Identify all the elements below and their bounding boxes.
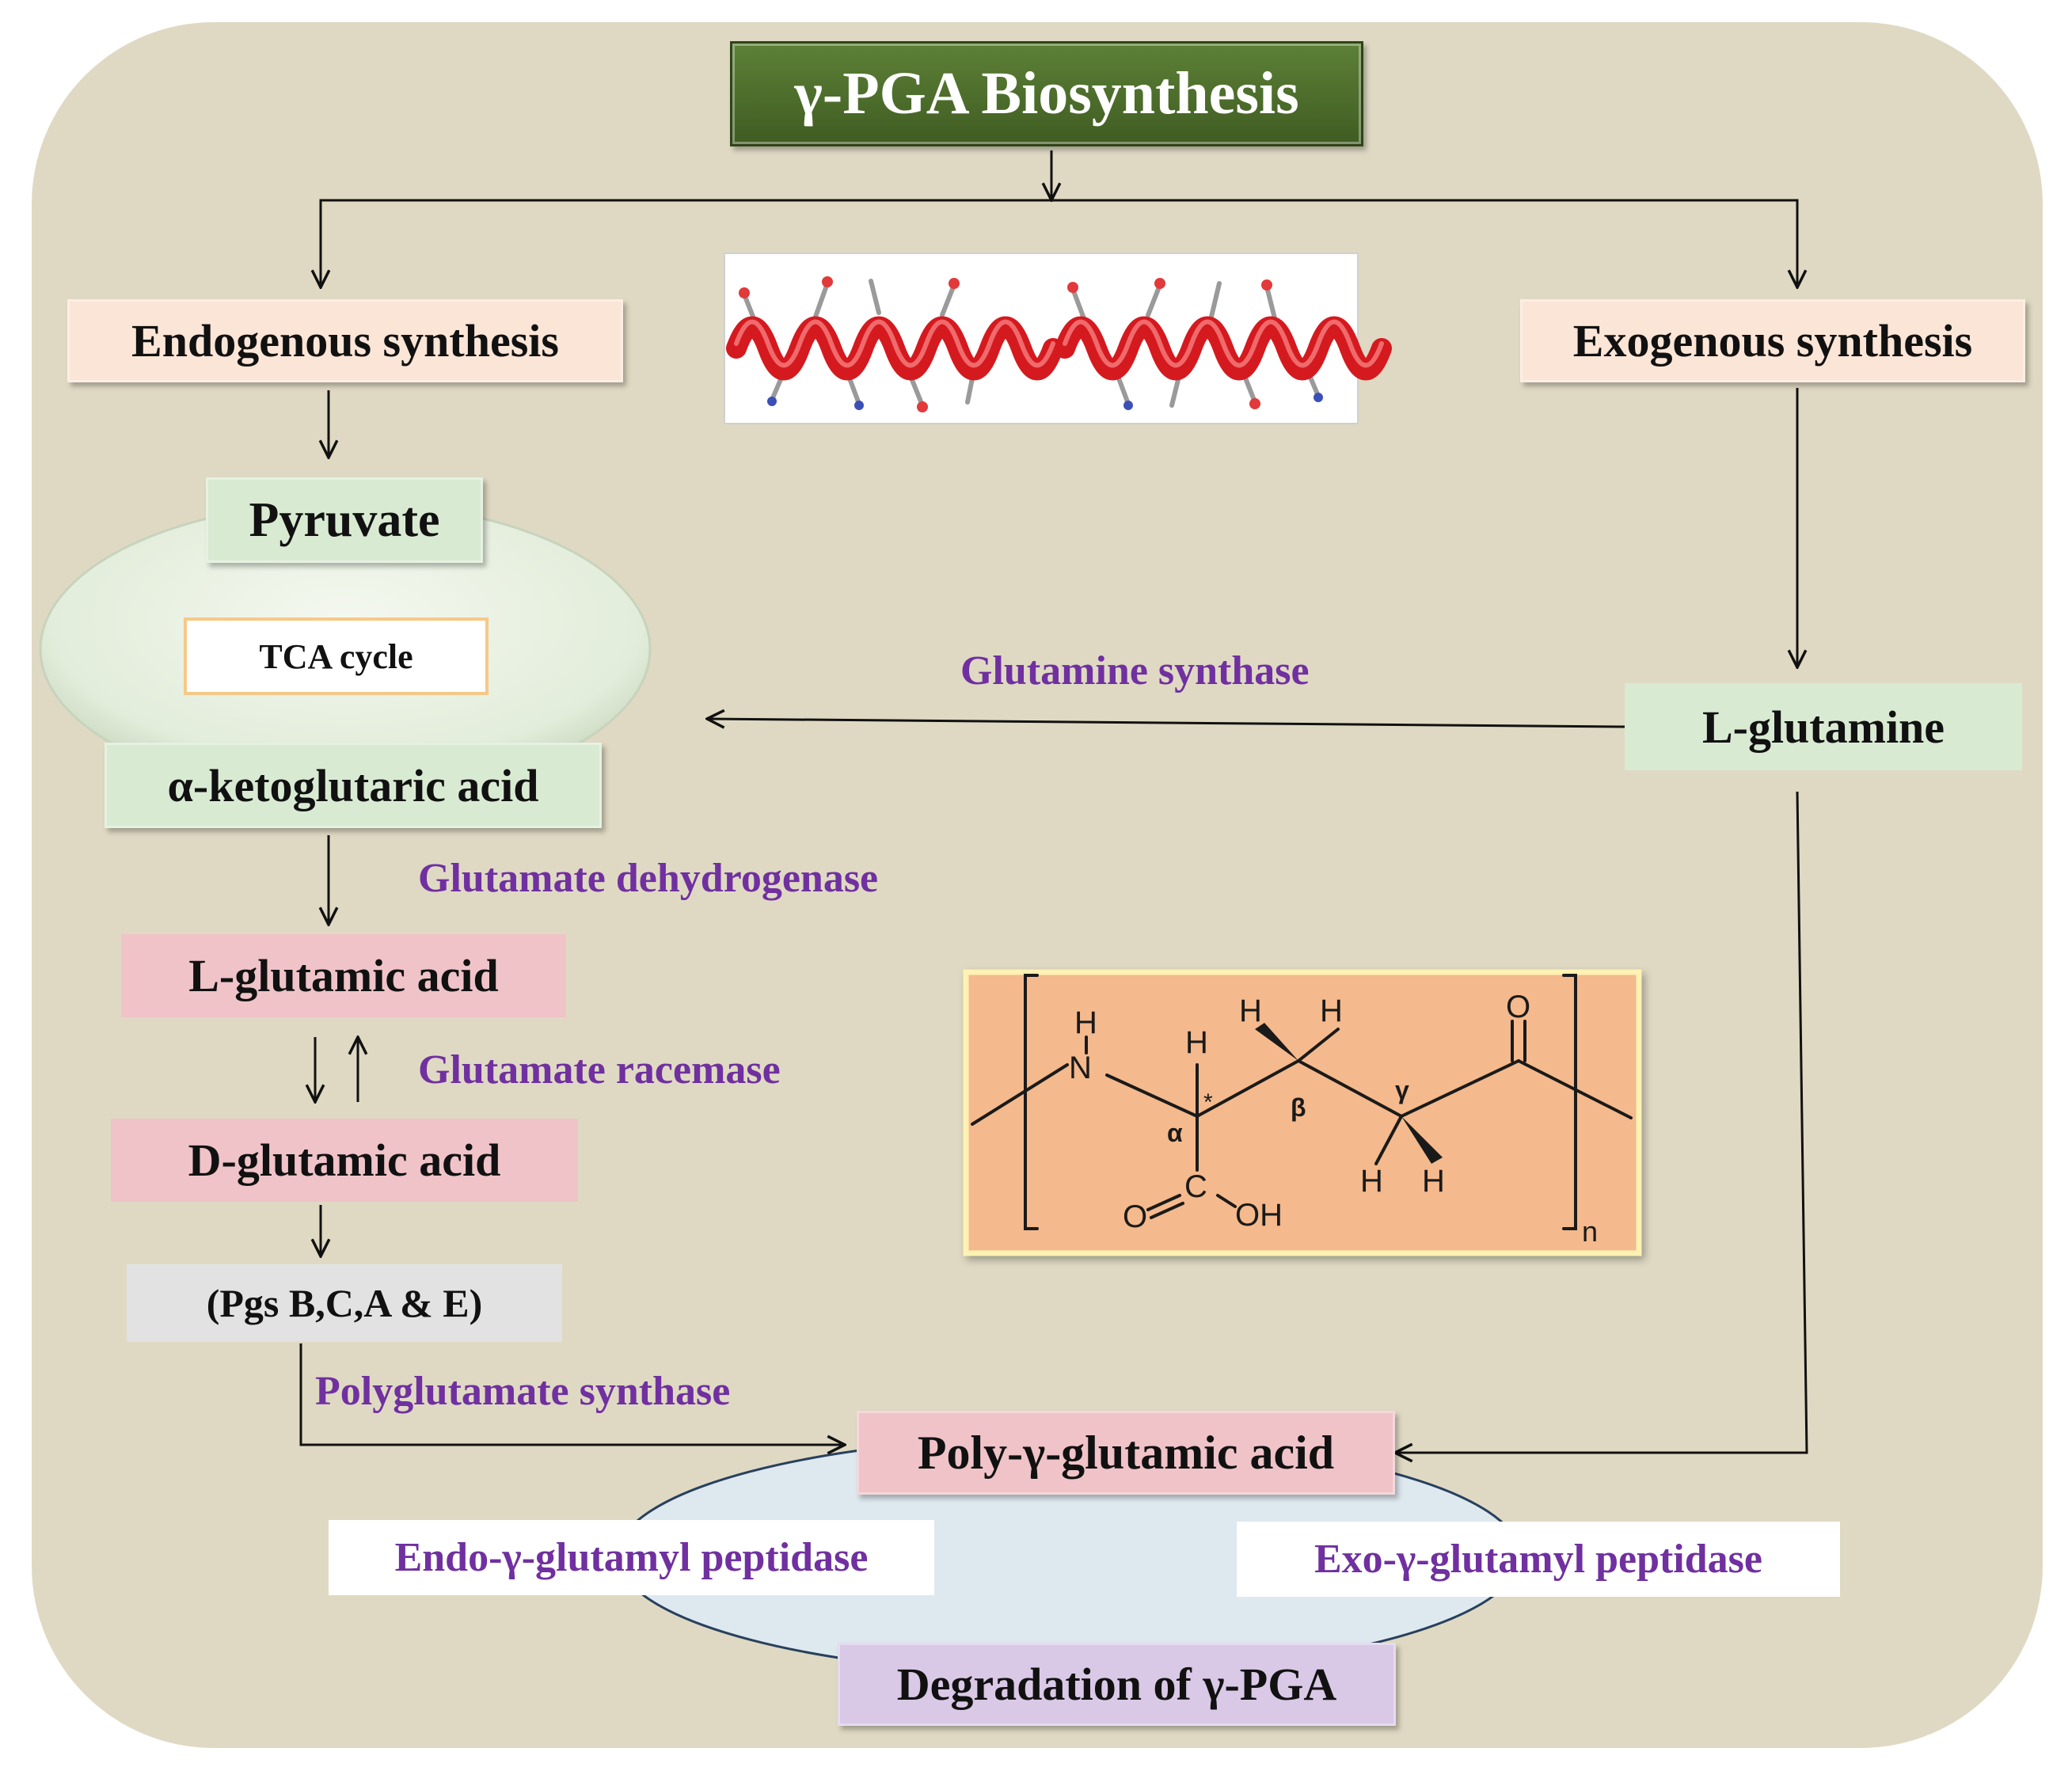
glutamine-synthase-label: Glutamine synthase [960,648,1310,694]
l-glutamine-label: L-glutamine [1701,701,1945,753]
atom-h-beta-1: H [1239,994,1262,1028]
atom-h-gamma-1: H [1360,1164,1383,1199]
d-glutamic-box: D-glutamic acid [111,1119,578,1202]
atom-c-carboxyl: C [1184,1169,1207,1204]
atom-o-carbonyl: O [1506,990,1530,1024]
tca-box: TCA cycle [184,618,489,695]
label-beta: β [1291,1093,1306,1122]
degradation-box: Degradation of γ-PGA [838,1643,1396,1726]
label-alpha: α [1167,1119,1183,1147]
atom-h-gamma-2: H [1422,1164,1445,1199]
arrow-glutamine-poly [1395,791,1808,1453]
pgs-label: (Pgs B,C,A & E) [206,1281,483,1325]
poly-gamma-box: Poly-γ-glutamic acid [857,1411,1395,1495]
atom-h-n: H [1074,1005,1097,1040]
atom-h-alpha: H [1185,1025,1208,1060]
atom-n: N [1069,1051,1092,1085]
polyglutamate-synthase-label: Polyglutamate synthase [315,1369,731,1414]
l-glutamic-label: L-glutamic acid [188,950,499,1001]
alpha-ketoglutaric-box: α-ketoglutaric acid [105,743,602,828]
title-box: γ-PGA Biosynthesis [730,41,1363,146]
exo-peptidase-box: Exo-γ-glutamyl peptidase [1237,1522,1840,1597]
glutamate-dehydrogenase-label: Glutamate dehydrogenase [418,856,879,901]
exogenous-box: Exogenous synthesis [1520,299,2025,382]
pyruvate-label: Pyruvate [249,492,440,547]
page-title: γ-PGA Biosynthesis [794,60,1299,127]
endo-peptidase-box: Endo-γ-glutamyl peptidase [329,1520,934,1595]
label-gamma: γ [1395,1076,1409,1104]
tca-label: TCA cycle [259,636,413,676]
glutamate-racemase-label: Glutamate racemase [418,1047,781,1092]
exogenous-label: Exogenous synthesis [1572,315,1973,367]
arrow-glutamine-tca [707,719,1625,727]
l-glutamine-box: L-glutamine [1625,683,2022,770]
pyruvate-box: Pyruvate [206,477,483,563]
subscript-n: n [1582,1215,1598,1248]
protein-helix-image [724,253,1392,424]
atom-oh: OH [1235,1198,1283,1233]
atom-o-carboxyl: O [1123,1199,1147,1234]
atom-h-beta-2: H [1320,994,1343,1028]
poly-gamma-label: Poly-γ-glutamic acid [917,1426,1335,1479]
d-glutamic-label: D-glutamic acid [188,1134,501,1186]
degradation-label: Degradation of γ-PGA [896,1659,1337,1710]
alpha-ketoglutaric-label: α-ketoglutaric acid [167,759,539,811]
chemical-structure: H N H * α H H β γ H H C O OH O n [963,969,1642,1256]
l-glutamic-box: L-glutamic acid [121,934,566,1017]
exo-peptidase-label: Exo-γ-glutamyl peptidase [1314,1537,1762,1582]
endogenous-label: Endogenous synthesis [131,315,559,367]
endogenous-box: Endogenous synthesis [67,299,623,382]
stereo-star: * [1203,1089,1213,1115]
arrow-pgs-poly [299,1343,845,1445]
pgs-box: (Pgs B,C,A & E) [127,1264,562,1342]
endo-peptidase-label: Endo-γ-glutamyl peptidase [394,1535,869,1580]
